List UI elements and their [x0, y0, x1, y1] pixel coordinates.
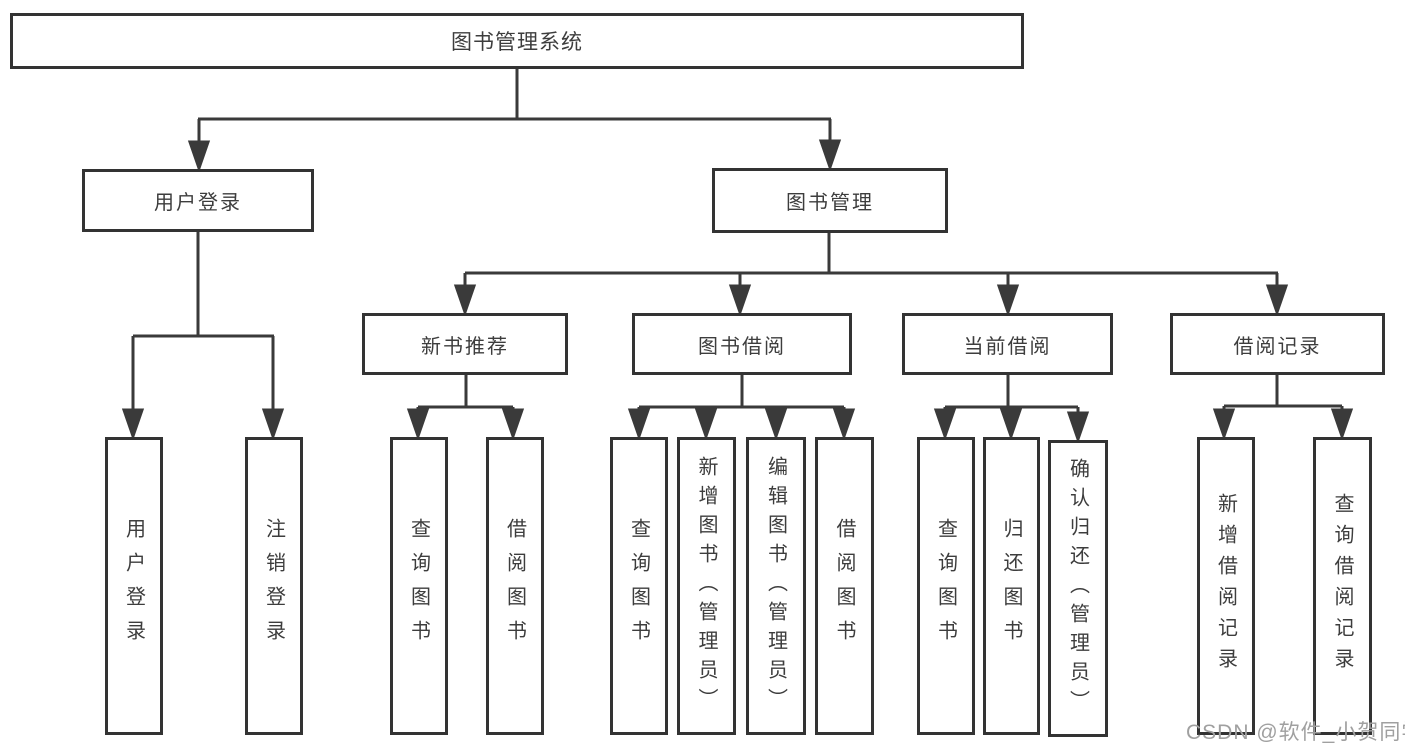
leaf-edit-books-admin: 编辑图书（管理员） [746, 437, 806, 735]
arrowhead-down-icon [627, 408, 651, 441]
arrowhead-down-icon [121, 408, 145, 441]
leaf-add-books-admin: 新增图书（管理员） [677, 437, 736, 735]
leaf-borrow-books-recommend: 借阅图书 [486, 437, 544, 735]
node-new-book-recommend: 新书推荐 [362, 313, 568, 375]
arrowhead-down-icon [832, 408, 856, 441]
arrowhead-down-icon [453, 284, 477, 317]
node-book-management: 图书管理 [712, 168, 948, 233]
node-book-borrow: 图书借阅 [632, 313, 852, 375]
arrowhead-down-icon [1265, 284, 1289, 317]
node-current-borrow: 当前借阅 [902, 313, 1113, 375]
arrowhead-down-icon [1066, 411, 1090, 444]
arrowhead-down-icon [694, 408, 718, 441]
arrowhead-down-icon [728, 284, 752, 317]
leaf-logout: 注销登录 [245, 437, 303, 735]
leaf-query-borrow-record: 查询借阅记录 [1313, 437, 1372, 735]
arrowhead-down-icon [1212, 408, 1236, 441]
arrowhead-down-icon [818, 139, 842, 172]
arrowhead-down-icon [764, 408, 788, 441]
node-user-login: 用户登录 [82, 169, 314, 232]
arrowhead-down-icon [406, 408, 430, 441]
arrowhead-down-icon [501, 408, 525, 441]
arrowhead-down-icon [996, 284, 1020, 317]
leaf-query-books-borrow: 查询图书 [610, 437, 668, 735]
leaf-confirm-return-admin: 确认归还（管理员） [1048, 440, 1108, 737]
leaf-query-books-current: 查询图书 [917, 437, 975, 735]
leaf-user-login: 用户登录 [105, 437, 163, 735]
csdn-watermark: CSDN @软件_小贺同学 [1186, 721, 1405, 744]
arrowhead-down-icon [933, 408, 957, 441]
leaf-query-books-recommend: 查询图书 [390, 437, 448, 735]
arrowhead-down-icon [261, 408, 285, 441]
arrowhead-down-icon [1330, 408, 1354, 441]
node-borrow-records: 借阅记录 [1170, 313, 1385, 375]
node-library-system: 图书管理系统 [10, 13, 1024, 69]
leaf-return-books: 归还图书 [983, 437, 1040, 735]
arrowhead-down-icon [187, 140, 211, 173]
leaf-borrow-books: 借阅图书 [815, 437, 874, 735]
arrowhead-down-icon [999, 408, 1023, 441]
leaf-add-borrow-record: 新增借阅记录 [1197, 437, 1255, 735]
